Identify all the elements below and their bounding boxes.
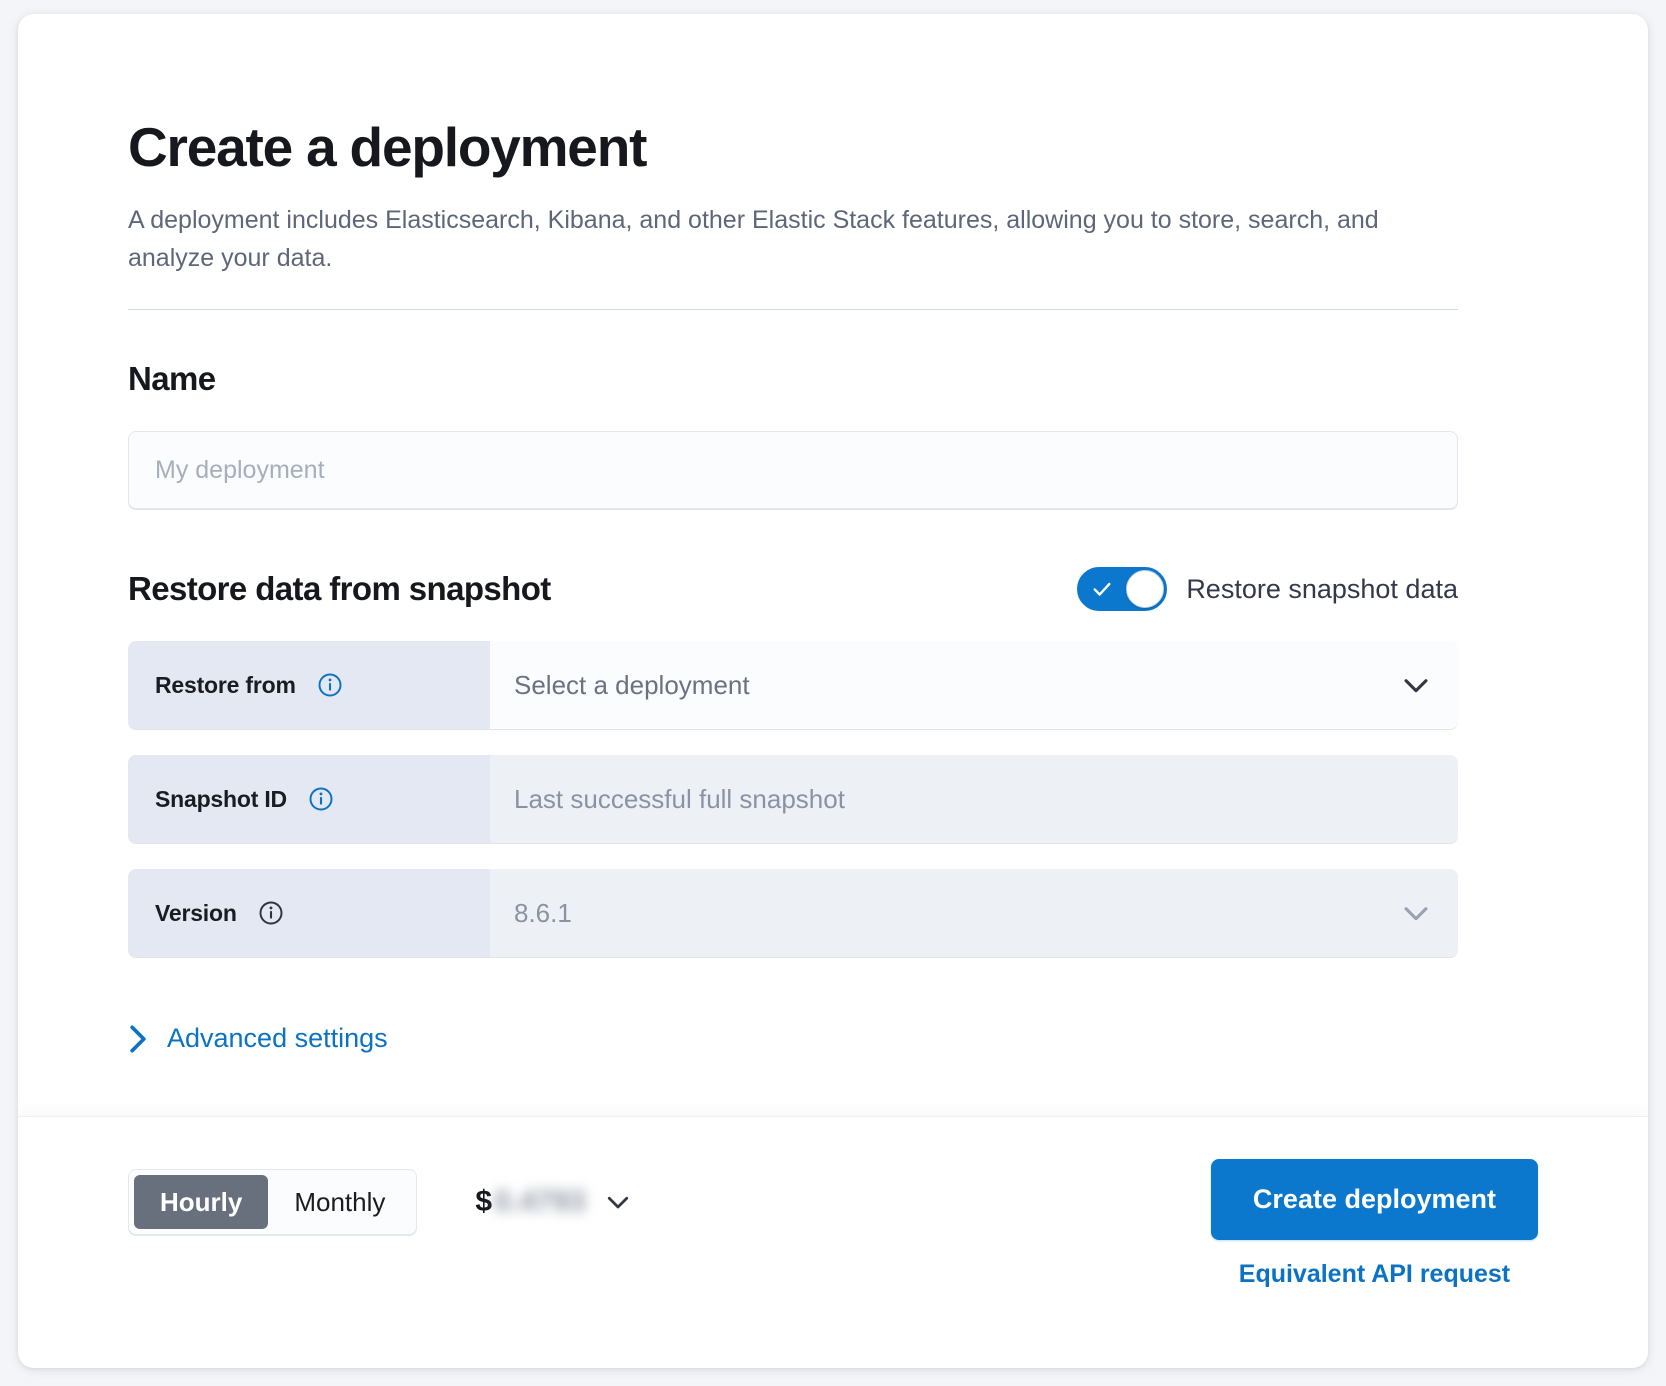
chevron-down-icon[interactable] [603, 1187, 633, 1217]
chevron-right-icon [130, 1025, 146, 1053]
footer-right: Create deployment Equivalent API request [1210, 1159, 1538, 1289]
page-description: A deployment includes Elasticsearch, Kib… [128, 206, 1379, 273]
restore-snapshot-switch[interactable] [1077, 567, 1168, 612]
form-row-label-restore-from: Restore from [128, 641, 490, 730]
restore-form-rows: Restore from Select a deployment [128, 641, 1458, 958]
form-row-restore-from[interactable]: Restore from Select a deployment [128, 641, 1458, 730]
advanced-settings-label: Advanced settings [167, 1023, 388, 1054]
check-icon [1093, 583, 1111, 597]
version-value: 8.6.1 [514, 897, 572, 928]
form-row-label-version: Version [128, 869, 490, 958]
info-circle-icon[interactable] [259, 901, 283, 925]
footer-left: Hourly Monthly $0.4793 [128, 1169, 633, 1235]
switch-knob [1126, 570, 1165, 609]
restore-snapshot-label: Restore snapshot data [1186, 573, 1458, 604]
equivalent-api-request-link[interactable]: Equivalent API request [1238, 1260, 1511, 1288]
price-display[interactable]: $0.4793 [475, 1185, 632, 1219]
name-section: Name My deployment [128, 360, 1538, 510]
card-footer: Hourly Monthly $0.4793 Create deployment… [18, 1116, 1648, 1368]
deployment-name-placeholder: My deployment [155, 455, 325, 484]
deployment-name-input[interactable]: My deployment [128, 431, 1458, 510]
create-deployment-card: Create a deployment A deployment include… [18, 14, 1648, 1368]
chevron-down-icon[interactable] [1399, 896, 1433, 930]
snapshot-id-input[interactable]: Last successful full snapshot [490, 755, 1458, 844]
form-row-label-snapshot-id: Snapshot ID [128, 755, 490, 844]
currency-symbol: $ [475, 1185, 493, 1218]
version-select[interactable]: 8.6.1 [490, 869, 1458, 958]
form-row-version[interactable]: Version 8.6.1 [128, 869, 1458, 958]
info-circle-icon[interactable] [318, 673, 342, 697]
create-deployment-button[interactable]: Create deployment [1210, 1159, 1538, 1240]
restore-from-select[interactable]: Select a deployment [490, 641, 1458, 730]
restore-section-title: Restore data from snapshot [128, 570, 551, 608]
info-circle-icon[interactable] [309, 787, 333, 811]
header-divider [128, 309, 1458, 311]
billing-option-monthly[interactable]: Monthly [294, 1186, 386, 1217]
restore-section-header: Restore data from snapshot Restore snaps… [128, 567, 1458, 612]
card-body: Create a deployment A deployment include… [18, 14, 1648, 1116]
price-value-redacted: 0.4793 [494, 1185, 586, 1218]
form-row-snapshot-id[interactable]: Snapshot ID Last successful full snapsho… [128, 755, 1458, 844]
advanced-settings-toggle[interactable]: Advanced settings [128, 1023, 388, 1054]
billing-period-toggle[interactable]: Hourly Monthly [128, 1169, 418, 1235]
restore-from-label-text: Restore from [155, 671, 296, 698]
chevron-down-icon[interactable] [1399, 668, 1433, 702]
page-title: Create a deployment [128, 116, 647, 178]
snapshot-id-value: Last successful full snapshot [514, 783, 845, 814]
snapshot-id-label-text: Snapshot ID [155, 785, 287, 812]
name-section-title: Name [128, 360, 216, 398]
restore-from-value: Select a deployment [514, 669, 750, 700]
billing-option-hourly[interactable]: Hourly [134, 1175, 269, 1229]
restore-snapshot-toggle-group[interactable]: Restore snapshot data [1077, 567, 1458, 612]
price-amount: $0.4793 [475, 1185, 585, 1219]
version-label-text: Version [155, 899, 237, 926]
